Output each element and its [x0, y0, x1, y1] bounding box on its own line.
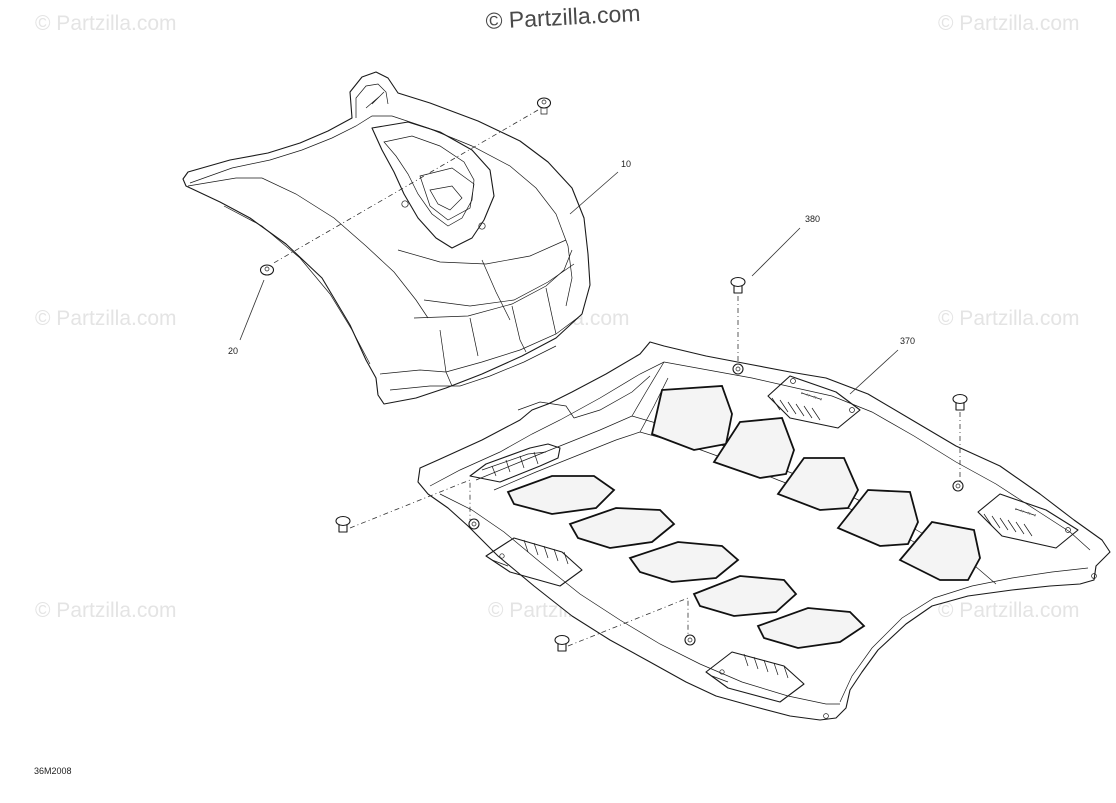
fastener-20-top — [536, 97, 552, 115]
watermark-faint: © Partzilla.com — [35, 599, 177, 622]
diagram-code: 36M2008 — [34, 766, 72, 776]
fastener-380-right — [952, 393, 968, 411]
callout-20: 20 — [228, 346, 238, 356]
fastener-380-left — [335, 515, 351, 533]
plate-holes — [468, 363, 1097, 719]
callout-370: 370 — [900, 336, 915, 346]
fastener-20-left — [259, 264, 275, 276]
part-10-cover — [182, 71, 591, 405]
part-370-skid-plate: ꟷꟷꟷ ꟷꟷꟷ — [417, 341, 1111, 721]
watermark-top: © Partzilla.com — [485, 0, 641, 34]
watermark-faint: © Partzilla.com — [35, 307, 177, 330]
badge-lower-right — [705, 651, 805, 703]
callout-10: 10 — [621, 159, 631, 169]
badge-lower-left — [485, 537, 583, 587]
leader-lines — [239, 171, 899, 395]
callout-380: 380 — [805, 214, 820, 224]
watermark-faint: © Partzilla.com — [938, 307, 1080, 330]
watermark-faint: © Partzilla.com — [938, 12, 1080, 35]
watermark-faint: © Partzilla.com — [938, 599, 1080, 622]
fastener-380-bottom — [554, 634, 570, 652]
watermark-faint: © Partzilla.com — [35, 12, 177, 35]
fastener-380-top — [730, 276, 746, 294]
assembly-lines — [271, 109, 961, 647]
